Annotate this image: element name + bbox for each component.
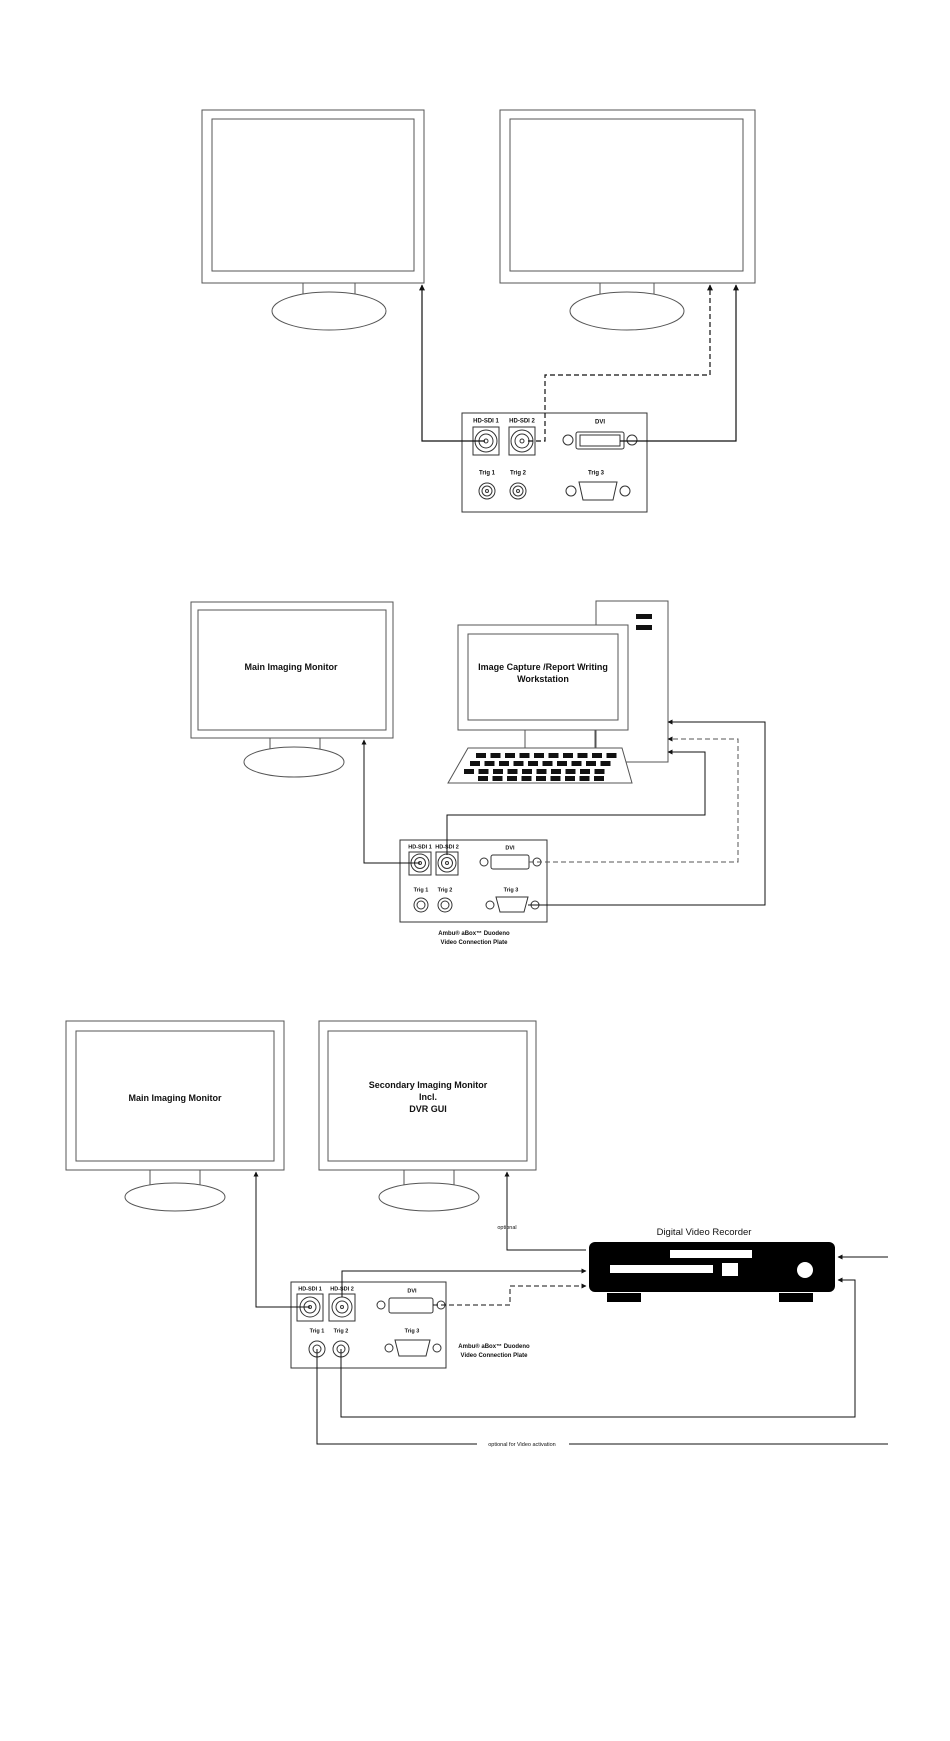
db9-connector-icon <box>565 481 631 501</box>
keyboard-key <box>594 769 605 774</box>
connection-plate-2: HD-SDI 1 HD-SDI 2 DVI Trig 1 Trig 2 Trig… <box>399 839 548 923</box>
trig3-label: Trig 3 <box>405 1328 420 1334</box>
db9-connector-icon <box>384 1339 442 1357</box>
keyboard-key <box>513 761 524 766</box>
plate-caption-2: Video Connection Plate <box>441 940 509 946</box>
dvr-title: Digital Video Recorder <box>657 1227 752 1238</box>
workstation-label-2: Workstation <box>517 674 569 684</box>
keyboard-key <box>542 761 553 766</box>
diagram-2: Main Imaging Monitor Image Capture /Repo… <box>190 600 766 946</box>
keyboard-key <box>521 776 532 781</box>
workstation-monitor-icon <box>457 624 629 749</box>
keyboard-key <box>557 761 567 766</box>
cables-2 <box>361 719 766 906</box>
trig2-label: Trig 2 <box>438 887 453 893</box>
trig2-label: Trig 2 <box>510 471 527 477</box>
keyboard-key <box>505 753 515 758</box>
keyboard-key <box>490 753 501 758</box>
keyboard-key <box>594 776 604 781</box>
keyboard-key <box>499 761 509 766</box>
hdsdi1-label: HD-SDI 1 <box>473 419 499 425</box>
keyboard-key <box>522 769 532 774</box>
dvi-label: DVI <box>595 420 605 426</box>
secondary-monitor-label-2: Incl. <box>419 1092 437 1102</box>
keyboard-key <box>476 753 486 758</box>
keyboard-key <box>484 761 495 766</box>
monitor-1-icon <box>201 109 425 331</box>
connection-plate-1: HD-SDI 1 HD-SDI 2 DVI Trig 1 Trig 2 Trig… <box>461 412 648 513</box>
trig3-label: Trig 3 <box>504 887 519 893</box>
keyboard-key <box>492 776 503 781</box>
cables-3 <box>253 1171 888 1445</box>
secondary-monitor-label-3: DVR GUI <box>409 1104 447 1114</box>
keyboard-key <box>586 761 596 766</box>
keyboard-key <box>464 769 474 774</box>
hdsdi2-label: HD-SDI 2 <box>509 419 535 425</box>
plate-caption-1: Ambu® aBox™ Duodeno <box>458 1343 530 1350</box>
keyboard-key <box>528 761 538 766</box>
keyboard-key <box>565 769 576 774</box>
keyboard-key <box>470 761 480 766</box>
keyboard-key <box>536 776 546 781</box>
cables-1 <box>419 284 739 442</box>
main-monitor-icon <box>190 601 394 778</box>
keyboard-key <box>536 769 547 774</box>
main-monitor-icon <box>65 1020 285 1212</box>
keyboard-icon <box>447 747 633 784</box>
keyboard-key <box>550 776 561 781</box>
connection-plate-3: HD-SDI 1 HD-SDI 2 DVI Trig 1 Trig 2 Trig… <box>290 1281 447 1369</box>
monitor-2-icon <box>499 109 756 331</box>
keyboard-key <box>563 753 573 758</box>
hdsdi1-label: HD-SDI 1 <box>408 844 432 850</box>
plate-caption-1: Ambu® aBox™ Duodeno <box>438 930 510 937</box>
keyboard-key <box>600 761 611 766</box>
keyboard-key <box>551 769 561 774</box>
keyboard-key <box>519 753 530 758</box>
hdsdi1-label: HD-SDI 1 <box>298 1286 322 1292</box>
keyboard-key <box>577 753 588 758</box>
optional-video-activation-label: optional for Video activation <box>488 1442 555 1448</box>
trig-jack-icon <box>413 897 453 913</box>
dvi-label: DVI <box>505 845 515 851</box>
secondary-monitor-icon <box>318 1020 537 1212</box>
main-monitor-label: Main Imaging Monitor <box>245 662 338 672</box>
secondary-monitor-label-1: Secondary Imaging Monitor <box>369 1080 488 1090</box>
keyboard-key <box>580 769 590 774</box>
keyboard-key <box>478 776 488 781</box>
keyboard-key <box>478 769 489 774</box>
diagram-3: Main Imaging Monitor Secondary Imaging M… <box>65 1020 888 1448</box>
diagram-1: HD-SDI 1 HD-SDI 2 DVI Trig 1 Trig 2 Trig… <box>201 109 756 513</box>
main-monitor-label: Main Imaging Monitor <box>129 1093 222 1103</box>
bnc-connector-icon <box>472 426 536 456</box>
trig1-label: Trig 1 <box>479 471 496 477</box>
keyboard-key <box>606 753 617 758</box>
keyboard-key <box>507 776 517 781</box>
keyboard-key <box>493 769 503 774</box>
trig3-label: Trig 3 <box>588 471 605 477</box>
keyboard-key <box>571 761 582 766</box>
keyboard-key <box>548 753 559 758</box>
trig-jack-icon <box>478 482 527 500</box>
bnc-connector-icon <box>296 1293 356 1322</box>
keyboard-key <box>592 753 602 758</box>
trig1-label: Trig 1 <box>414 887 429 893</box>
trig2-label: Trig 2 <box>334 1328 349 1334</box>
keyboard-key <box>507 769 518 774</box>
workstation-label-1: Image Capture /Report Writing <box>478 662 608 672</box>
keyboard-key <box>534 753 544 758</box>
dvr-icon <box>589 1242 835 1302</box>
keyboard-key <box>579 776 590 781</box>
trig1-label: Trig 1 <box>310 1328 325 1334</box>
dvi-label: DVI <box>407 1288 417 1294</box>
plate-caption-2: Video Connection Plate <box>461 1353 529 1359</box>
keyboard-key <box>565 776 575 781</box>
